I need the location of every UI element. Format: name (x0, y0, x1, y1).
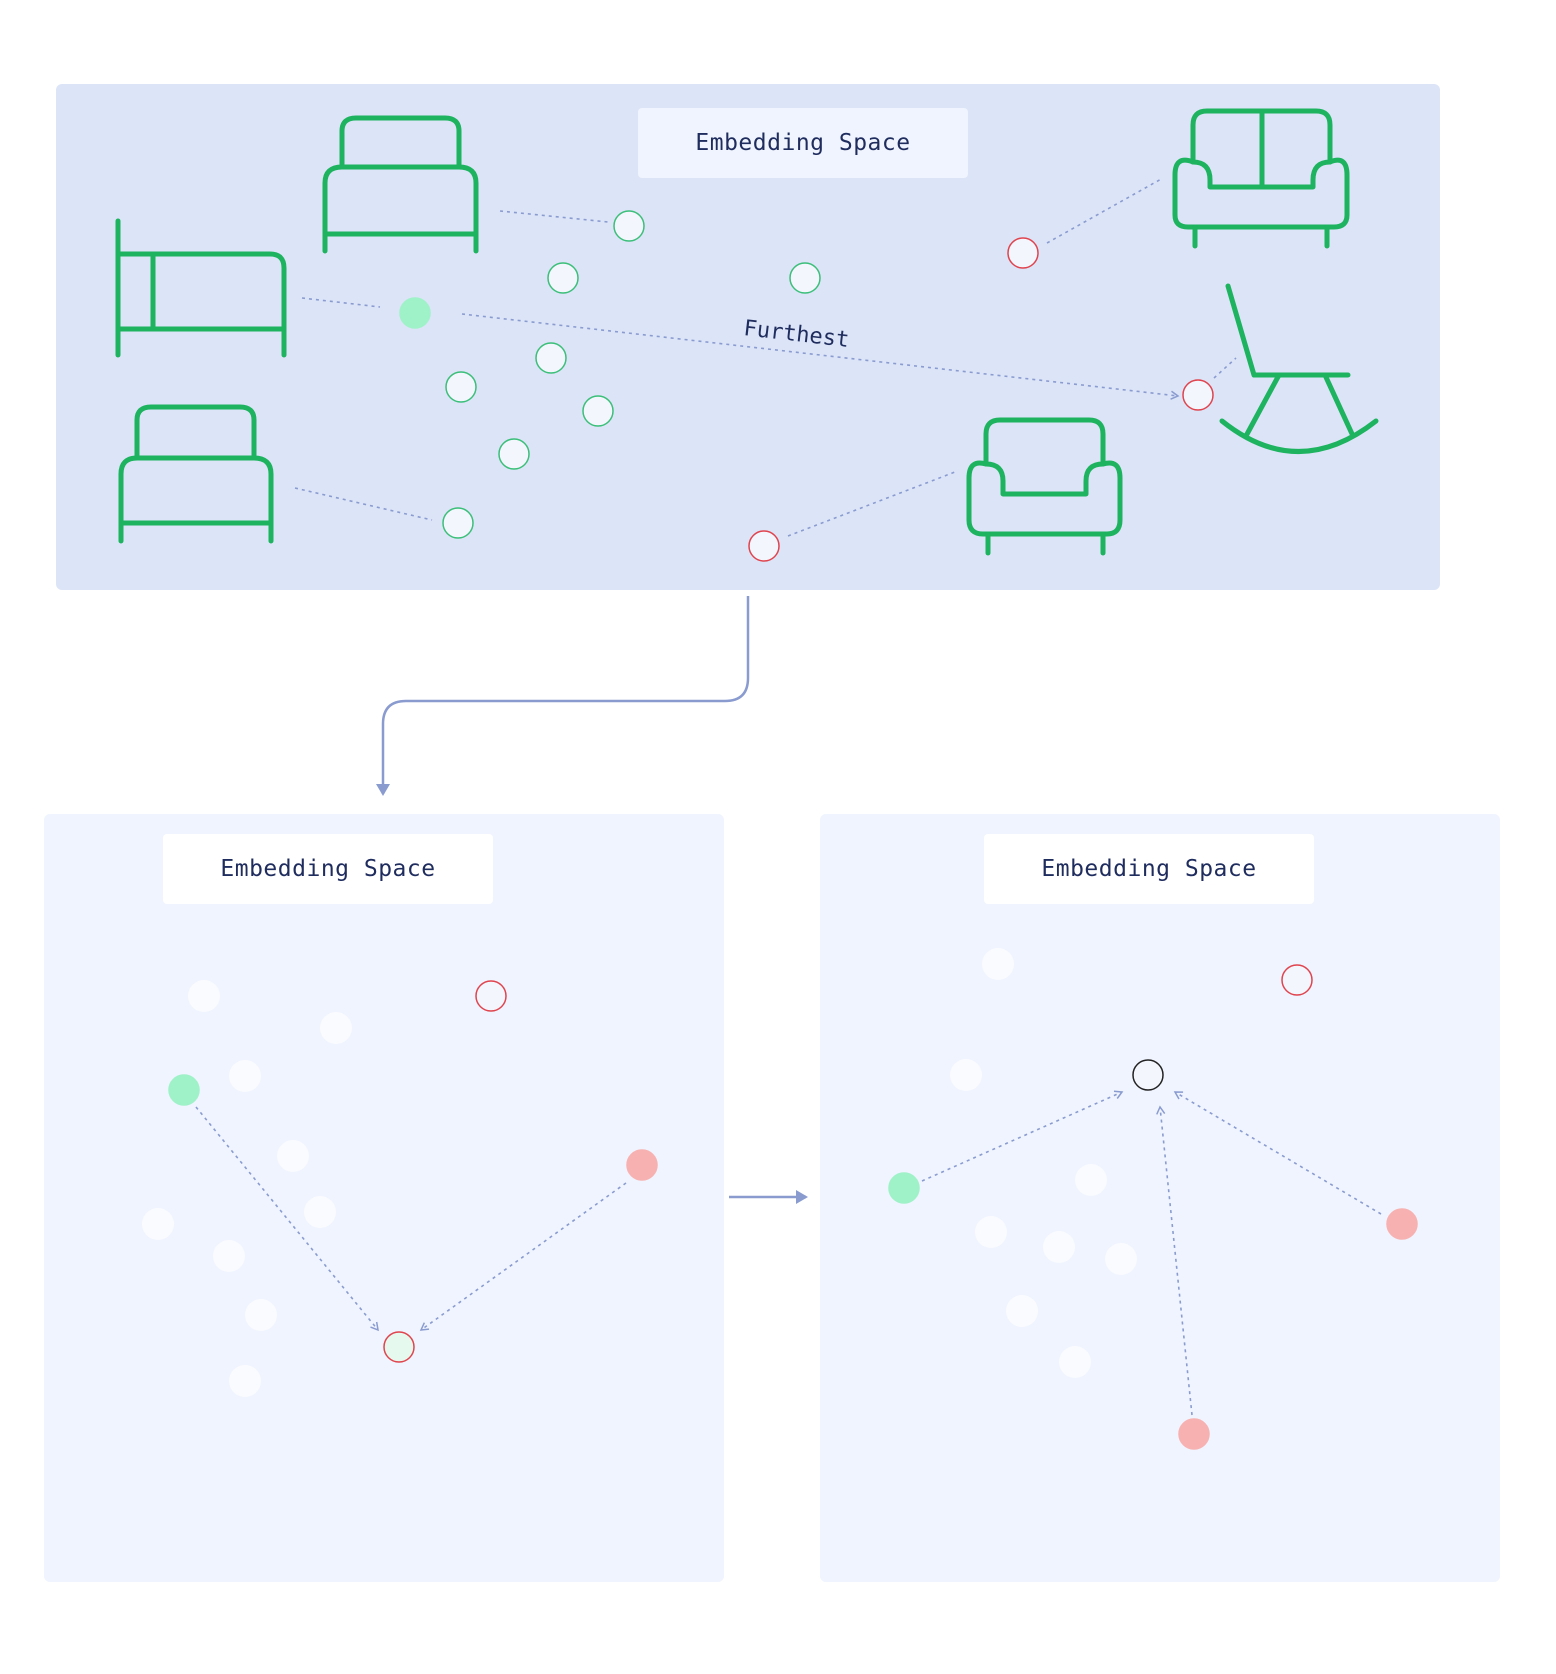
left-arrows (195, 1106, 627, 1332)
anchor-point (399, 297, 431, 329)
faded-points-right (950, 948, 1137, 1378)
mixed-point (383, 1331, 415, 1363)
embedding-space-panel-left (44, 814, 724, 1582)
positive-point (442, 507, 474, 539)
negative-point-hard (626, 1149, 658, 1181)
bed-icon (322, 115, 479, 254)
positive-point (613, 210, 645, 242)
negative-point-hard (1386, 1208, 1418, 1240)
faded-points-left (142, 980, 352, 1397)
positive-point (535, 342, 567, 374)
embedding-space-panel-right (820, 814, 1500, 1582)
armchair-icon (966, 417, 1123, 556)
positive-point (547, 262, 579, 294)
sofa-icon (1172, 108, 1350, 249)
bed-icon (115, 218, 287, 358)
anchor-point (888, 1172, 920, 1204)
centroid-point (1132, 1059, 1164, 1091)
positive-point (498, 438, 530, 470)
positive-point (445, 371, 477, 403)
negative-point-furthest (1182, 379, 1214, 411)
positive-point (789, 262, 821, 294)
flow-arrow-down (376, 596, 750, 796)
negative-point (1007, 237, 1039, 269)
negative-point (475, 980, 507, 1012)
negative-point (748, 530, 780, 562)
top-connectors (294, 177, 1237, 537)
rocking-chair-icon (1219, 283, 1379, 454)
furthest-label: Furthest (742, 316, 850, 353)
panel-title-left: Embedding Space (163, 834, 493, 904)
negative-point-hard (1178, 1418, 1210, 1450)
negative-point (1281, 964, 1313, 996)
right-arrows (921, 1090, 1382, 1416)
panel-title-top: Embedding Space (638, 108, 968, 178)
panel-title-right: Embedding Space (984, 834, 1314, 904)
positive-point (582, 395, 614, 427)
anchor-point (168, 1074, 200, 1106)
bed-icon (118, 404, 274, 544)
